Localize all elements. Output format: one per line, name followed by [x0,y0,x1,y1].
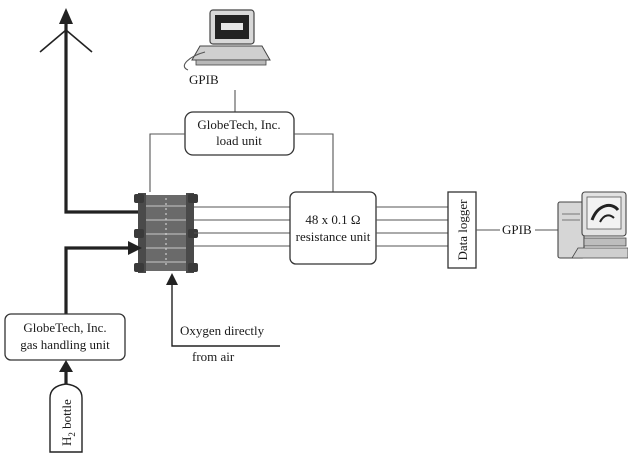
bottle-to-gas-unit-line [59,360,73,384]
top-computer-icon [191,9,271,66]
gas-unit-line2: gas handling unit [20,337,110,352]
load-line-right [294,133,334,192]
load-unit-line1: GlobeTech, Inc. [197,117,280,132]
bottle-h: H [59,437,74,446]
right-computer-icon [557,191,628,259]
hydrogen-supply-line [64,241,142,314]
h2-bottle-icon: H2 bottle [49,383,83,453]
resistance-line2: resistance unit [296,229,371,244]
resistance-unit-box [289,191,377,265]
svg-text:H2 bottle: H2 bottle [59,399,77,446]
resistance-to-logger-lines [376,206,448,247]
load-unit-line2: load unit [216,133,262,148]
data-logger-label: Data logger [455,199,470,261]
bottle-rest: bottle [59,399,74,432]
gas-unit-line1: GlobeTech, Inc. [23,320,106,335]
gpib-cable-top [183,51,206,71]
oxygen-supply-line [166,273,280,347]
oxygen-line2: from air [192,349,235,364]
oxygen-line1: Oxygen directly [180,323,265,338]
exhaust-arrow-icon [39,8,140,214]
fuel-cell-stack [134,193,198,273]
stack-to-resistance-lines [194,206,290,247]
gas-handling-unit-box [4,313,126,361]
bottle-sub: 2 [67,432,77,437]
resistance-line1: 48 x 0.1 Ω [305,212,360,227]
load-line-left [149,133,185,192]
gpib-label-right: GPIB [502,222,532,237]
gpib-label-top: GPIB [189,72,219,87]
